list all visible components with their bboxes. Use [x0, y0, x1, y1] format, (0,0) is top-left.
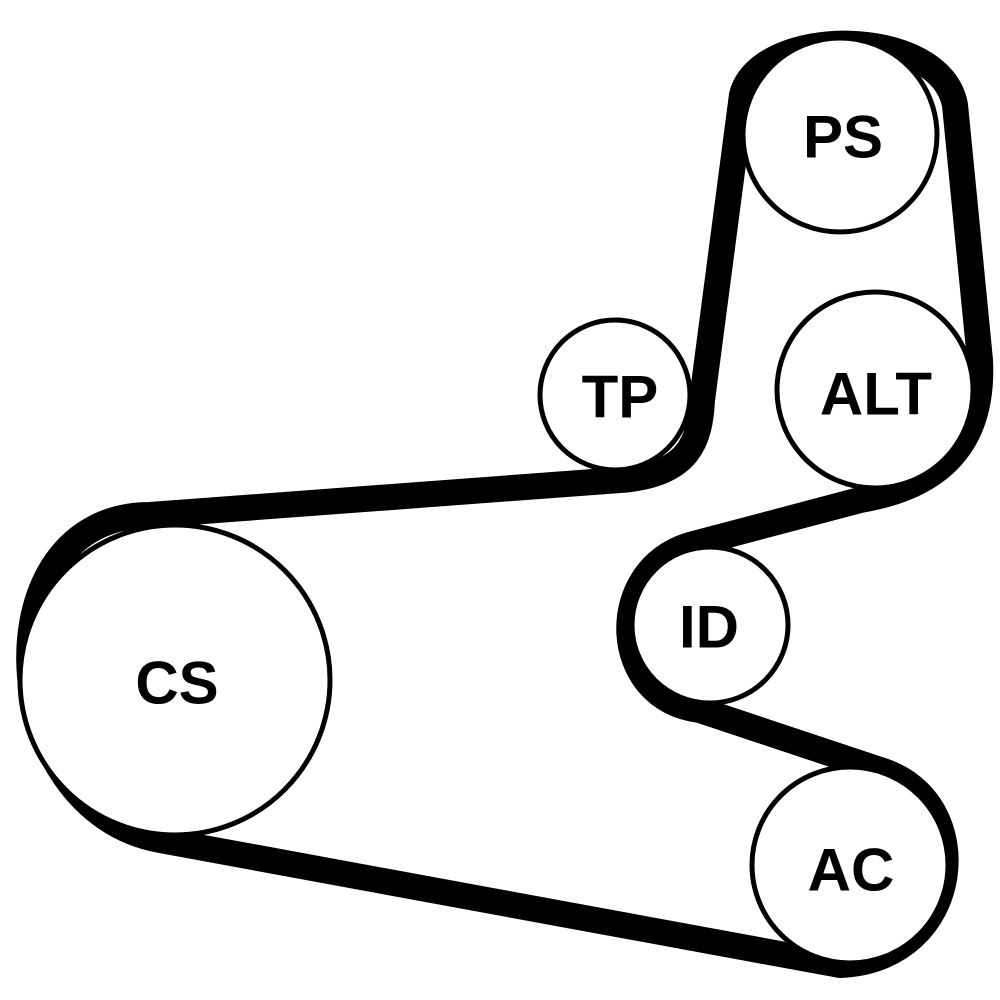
pulley-ps-label: PS: [803, 104, 883, 171]
pulley-alt: ALT: [774, 289, 976, 491]
pulley-id-circle: [629, 544, 791, 706]
pulley-cs-label: CS: [135, 650, 218, 717]
pulley-alt-circle: [774, 289, 976, 491]
pulley-tp-circle: [537, 317, 693, 473]
pulley-tp: TP: [537, 317, 693, 473]
pulley-ac: AC: [749, 764, 951, 966]
pulley-ps: PS: [740, 35, 940, 235]
pulley-id-label: ID: [679, 594, 739, 661]
pulley-tp-label: TP: [582, 364, 659, 431]
pulley-cs: CS: [17, 522, 333, 838]
pulley-id: ID: [629, 544, 791, 706]
pulley-ps-circle: [740, 35, 940, 235]
pulley-cs-circle: [17, 522, 333, 838]
pulley-alt-label: ALT: [820, 361, 932, 428]
pulley-ac-circle: [749, 764, 951, 966]
pulley-ac-label: AC: [808, 837, 895, 904]
